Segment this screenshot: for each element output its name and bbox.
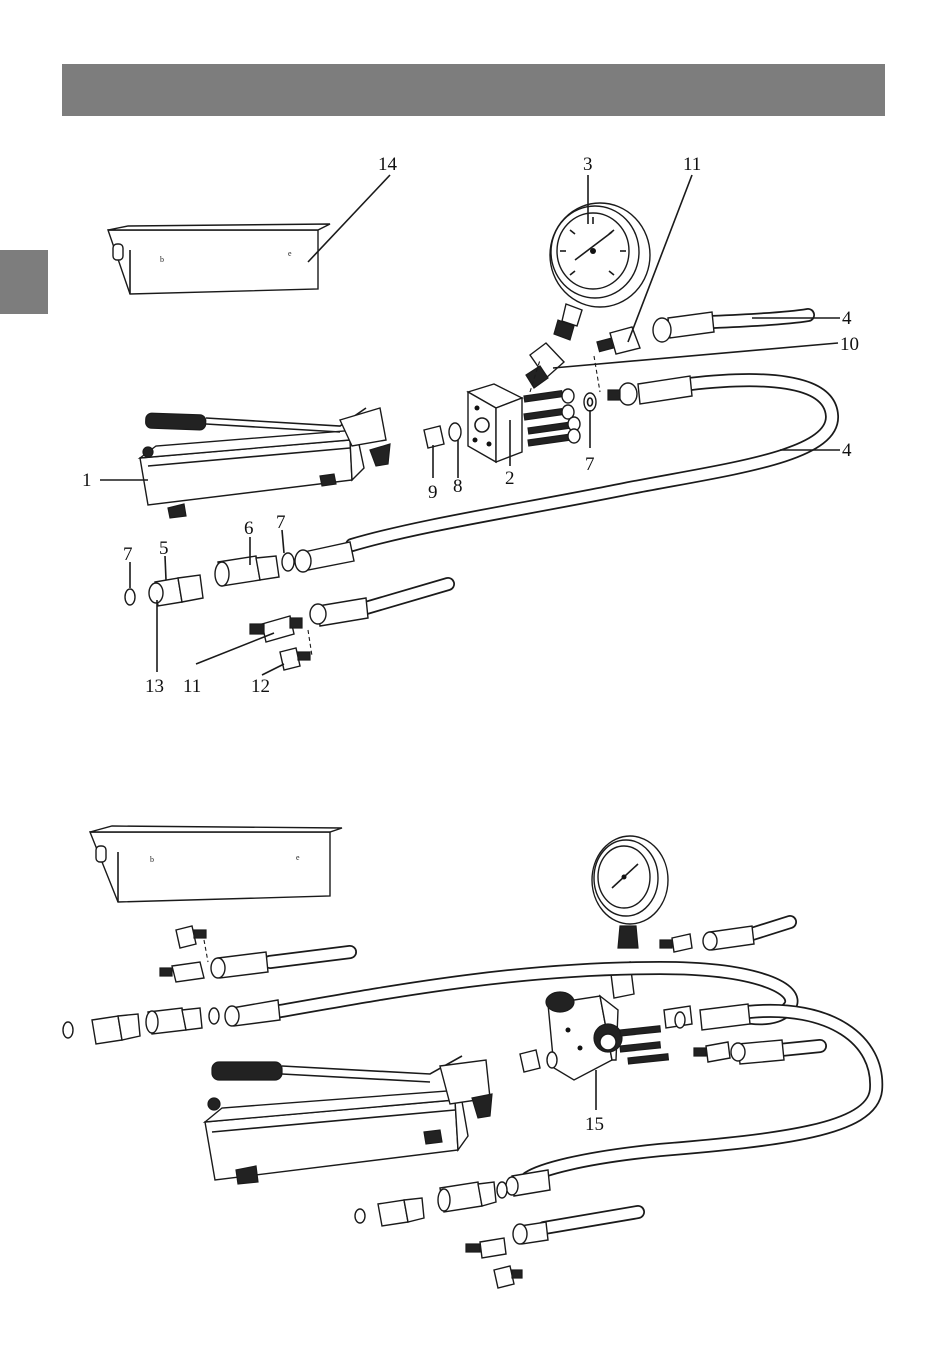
- seal-ring: [449, 423, 461, 441]
- callout-7-coupling: 7: [276, 512, 286, 533]
- coupling-assembly-bottom: [355, 1182, 507, 1226]
- storage-case-top: b e: [108, 224, 330, 294]
- callout-9: 9: [428, 482, 438, 503]
- small-parts-left: [63, 926, 219, 1044]
- hand-pump-bottom: [205, 1056, 492, 1184]
- storage-case-bottom: b e: [90, 826, 342, 902]
- callout-4-upper: 4: [842, 308, 852, 329]
- callout-2: 2: [505, 468, 515, 489]
- diagram-top: b e: [82, 154, 859, 697]
- callout-1: 1: [82, 470, 92, 491]
- callout-10: 10: [840, 334, 859, 355]
- short-hose-assembly: [250, 584, 448, 670]
- svg-text:e: e: [296, 853, 300, 862]
- callout-7-left: 7: [123, 544, 133, 565]
- diagram-bottom: b e: [63, 826, 876, 1288]
- callout-12: 12: [251, 676, 270, 697]
- callout-4-loop: 4: [842, 440, 852, 461]
- callout-7-block: 7: [585, 454, 595, 475]
- svg-text:b: b: [160, 255, 164, 264]
- pressure-gauge: [550, 203, 650, 340]
- callout-11-top: 11: [683, 154, 701, 175]
- washer-block: [584, 393, 596, 411]
- callout-15: 15: [585, 1114, 604, 1135]
- hose-upper: [653, 312, 808, 342]
- callout-14: 14: [378, 154, 398, 175]
- plug: [424, 426, 444, 448]
- callout-8: 8: [453, 476, 463, 497]
- callout-5: 5: [159, 538, 169, 559]
- callout-11-bottom: 11: [183, 676, 201, 697]
- svg-text:e: e: [288, 249, 292, 258]
- hand-pump: [140, 408, 390, 518]
- callout-13: 13: [145, 676, 164, 697]
- distribution-block: [468, 384, 522, 462]
- svg-text:b: b: [150, 855, 154, 864]
- callout-6: 6: [244, 518, 254, 539]
- distribution-block-15: [520, 992, 668, 1080]
- coupling-nipple-top: [597, 327, 640, 354]
- callout-3: 3: [583, 154, 593, 175]
